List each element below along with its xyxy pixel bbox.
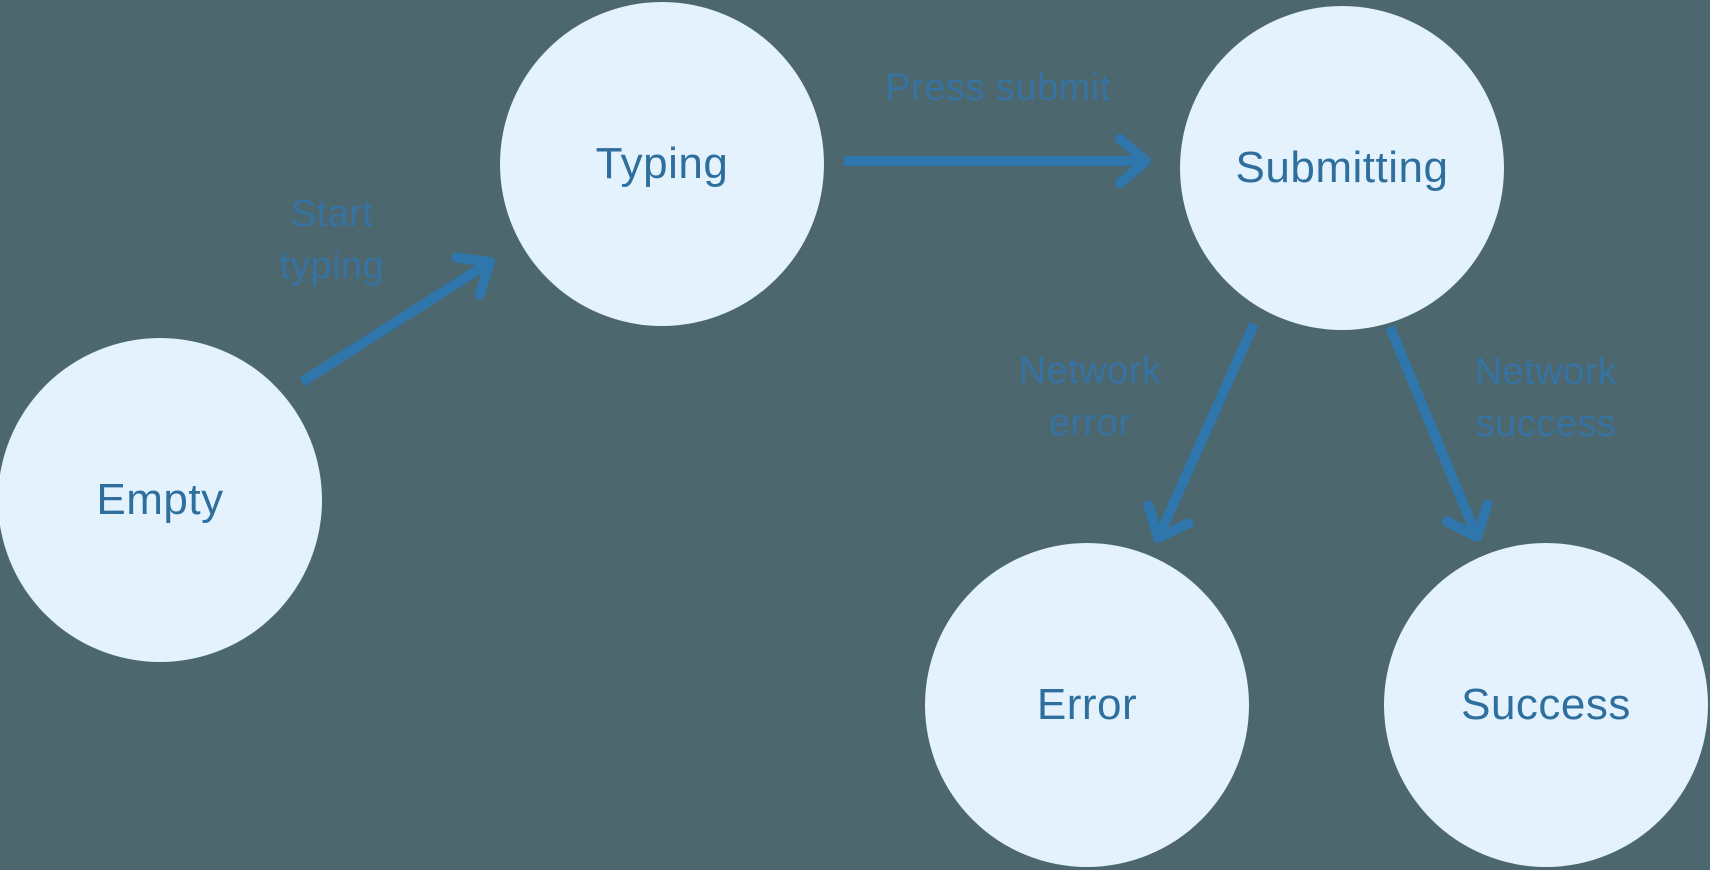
state-label-typing: Typing [595, 139, 729, 188]
edge-label-start-typing: Start typing [280, 188, 384, 292]
state-label-error: Error [1036, 680, 1138, 729]
edge-label-line: Press submit [885, 67, 1111, 109]
state-node-submitting: Submitting [1180, 6, 1504, 330]
edge-label-line: success [1475, 403, 1617, 445]
edge-label-press-submit: Press submit [885, 62, 1111, 114]
edge-label-line: typing [279, 245, 385, 287]
edge-label-line: Network [1474, 351, 1618, 393]
edge-label-line: Start [290, 193, 374, 235]
edge-label-network-success: Network success [1475, 346, 1618, 450]
arrow-submitting-to-success [1385, 325, 1493, 542]
edge-label-line: error [1048, 402, 1132, 444]
state-node-error: Error [925, 543, 1249, 867]
state-node-typing: Typing [500, 2, 824, 326]
state-label-success: Success [1461, 680, 1631, 729]
edge-label-line: Network [1018, 350, 1162, 392]
state-label-submitting: Submitting [1235, 143, 1449, 192]
edge-label-network-error: Network error [1019, 345, 1162, 449]
arrow-submitting-to-error [1143, 321, 1259, 543]
state-node-empty: Empty [0, 338, 322, 662]
state-label-empty: Empty [96, 475, 224, 524]
state-node-success: Success [1384, 543, 1708, 867]
